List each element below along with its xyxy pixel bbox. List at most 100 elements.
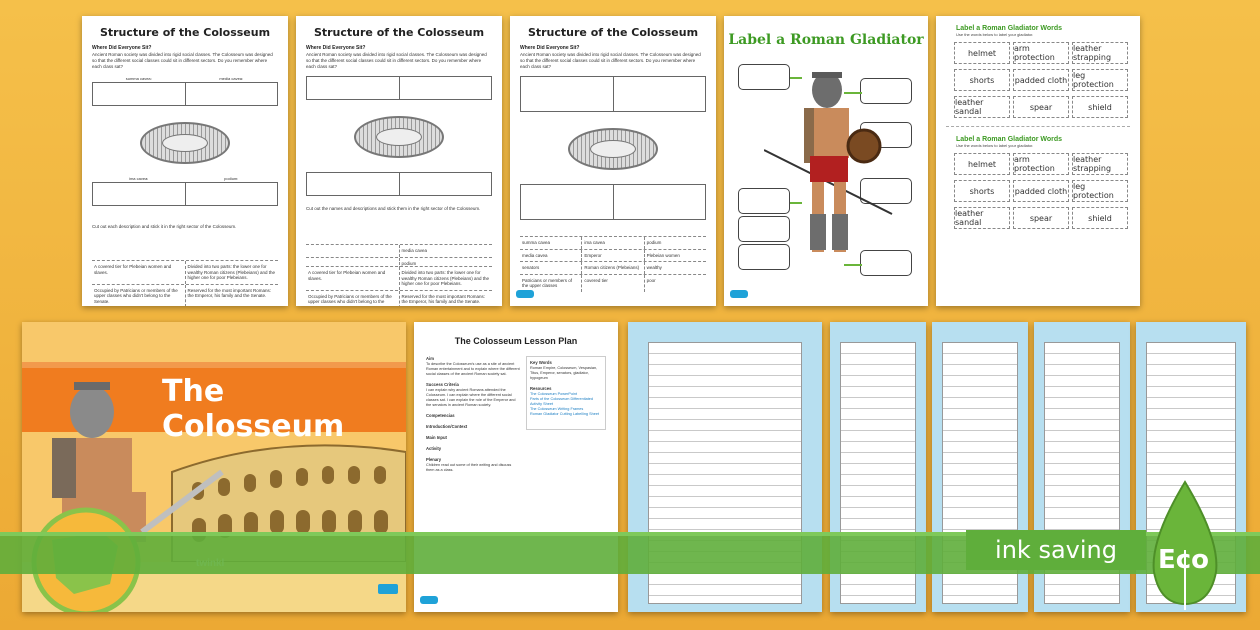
cut-instruction: Cut out the names and descriptions and s… (306, 206, 481, 211)
cut-card: Occupied by Patricians or members of the… (92, 284, 186, 306)
word-card: padded cloth (1013, 69, 1069, 91)
grid-word: Emperor (582, 249, 645, 261)
twinkl-logo (420, 596, 438, 604)
section-heading: Main Input (426, 435, 447, 440)
cut-card: Divided into two parts: the lower one fo… (401, 270, 490, 286)
label-box-row (306, 76, 492, 100)
label-line (790, 202, 802, 204)
label-line (844, 92, 862, 94)
grid-word: podium (646, 240, 662, 245)
success-text: I can explain why ancient Romans attende… (426, 388, 516, 407)
section-heading: Aim (426, 356, 434, 361)
cut-card: A covered tier for Plebeian women and sl… (92, 261, 186, 284)
resource-link[interactable]: The Colosseum PowerPoint (530, 392, 578, 396)
word-card: spear (1013, 207, 1069, 229)
cut-card: Occupied by Patricians or members of the… (306, 290, 400, 306)
box-label: media cavea: (219, 76, 244, 81)
worksheet-card-2[interactable]: Structure of the Colosseum Where Did Eve… (296, 16, 502, 306)
word-card: helmet (954, 42, 1010, 64)
twinkl-logo (730, 290, 748, 298)
grid-word: poor (646, 277, 656, 283)
label-box (738, 244, 790, 270)
label-box-row (520, 76, 706, 112)
label-box (738, 64, 790, 90)
box-label: ima cavea: (129, 176, 149, 181)
word-card: helmet (954, 153, 1010, 175)
resource-link[interactable]: Roman Gladiator Cutting Labelling Sheet (530, 412, 600, 416)
colosseum-diagram (130, 112, 240, 172)
label-box-row (520, 184, 706, 220)
writing-frame-card-2[interactable] (830, 322, 926, 612)
label-line (844, 264, 862, 266)
cut-card: Reserved for the most important Romans: … (401, 293, 486, 305)
label-line (790, 77, 802, 79)
label-box-row: summa cavea: media cavea: (92, 76, 278, 106)
worksheet-title: Structure of the Colosseum (527, 26, 699, 39)
grid-word: Plebeian women (646, 252, 680, 258)
worksheet-subtitle: Where Did Everyone Sit? (520, 45, 580, 51)
cut-out-table: A covered tier for Plebeian women and sl… (306, 266, 492, 306)
grid-word: Roman citizens (Plebeians) (582, 262, 645, 274)
grid-word: wealthy (646, 265, 662, 270)
label-box (860, 250, 912, 276)
section-heading: Key Words (530, 360, 552, 365)
cover-title: The Colosseum (162, 374, 345, 444)
section-heading: Plenary (426, 457, 442, 462)
word-card: arm protection (1013, 153, 1069, 175)
label-sheet-title: Label a Roman Gladiator (728, 32, 924, 48)
word-card: leg protection (1072, 180, 1128, 202)
label-box (738, 188, 790, 214)
label-box (860, 78, 912, 104)
section-heading: Resources (530, 386, 552, 391)
cut-out-table: A covered tier for Plebeian women and sl… (92, 260, 278, 306)
grid-word: summa cavea (520, 237, 583, 249)
worksheet-title: Structure of the Colosseum (313, 26, 485, 39)
resource-link[interactable]: Parts of the Colosseum Differentiated Ac… (530, 397, 594, 406)
word-sheet-card[interactable]: Label a Roman Gladiator Words Use the wo… (936, 16, 1140, 306)
word-card: shorts (954, 69, 1010, 91)
word-grid: helmet arm protection leather strapping … (954, 42, 1140, 118)
word-card: shield (1072, 96, 1128, 118)
worksheet-card-1[interactable]: Structure of the Colosseum Where Did Eve… (82, 16, 288, 306)
colosseum-diagram (558, 118, 668, 178)
word-card: shield (1072, 207, 1128, 229)
resource-link[interactable]: The Colosseum Writing Frames (530, 407, 584, 411)
grid-word: covered tier (582, 274, 645, 292)
word-card: spear (1013, 96, 1069, 118)
grid-word: ima cavea (582, 237, 645, 249)
worksheet-card-3[interactable]: Structure of the Colosseum Where Did Eve… (510, 16, 716, 306)
cut-card: Divided into two parts: the lower one fo… (187, 264, 276, 280)
label-box (860, 178, 912, 204)
word-card: padded cloth (1013, 180, 1069, 202)
label-gladiator-card[interactable]: Label a Roman Gladiator (724, 16, 928, 306)
grid-word: Patricians or members of the upper class… (520, 274, 583, 292)
word-card: leather strapping (1072, 42, 1128, 64)
word-card: leather sandal (954, 207, 1010, 229)
cut-card: Reserved for the most important Romans: … (187, 287, 272, 299)
box-label: podium: (224, 176, 239, 181)
cut-instruction: Cut out each description and stick it in… (92, 224, 237, 229)
section-heading: Competencias (426, 413, 455, 418)
lesson-plan-left-column: Aim To describe the Colosseum's use as a… (426, 356, 520, 473)
label-box-row: ima cavea: podium: (92, 176, 278, 206)
grid-word: media cavea (520, 249, 583, 261)
cut-card: A covered tier for Plebeian women and sl… (306, 267, 400, 290)
label-box-row (306, 172, 492, 196)
names-table: media cavea podium (306, 244, 492, 269)
gladiator-illustration (764, 72, 893, 252)
name-card: podium (401, 260, 417, 266)
eco-label: Eco (1158, 545, 1210, 575)
eco-droplet-icon (1152, 480, 1218, 610)
grid-word: senators (520, 262, 583, 274)
word-card: arm protection (1013, 42, 1069, 64)
section-heading: Success Criteria (426, 382, 459, 387)
word-grid: helmet arm protection leather strapping … (954, 153, 1140, 229)
name-card: media cavea (401, 248, 428, 253)
word-sheet-title: Label a Roman Gladiator Words (956, 25, 1063, 32)
worksheet-intro: Ancient Roman society was divided into r… (306, 52, 487, 69)
worksheet-intro: Ancient Roman society was divided into r… (92, 52, 273, 69)
word-card: leg protection (1072, 69, 1128, 91)
word-sheet-instruction: Use the words below to label your gladia… (956, 143, 1034, 148)
lesson-plan-title: The Colosseum Lesson Plan (454, 336, 578, 346)
